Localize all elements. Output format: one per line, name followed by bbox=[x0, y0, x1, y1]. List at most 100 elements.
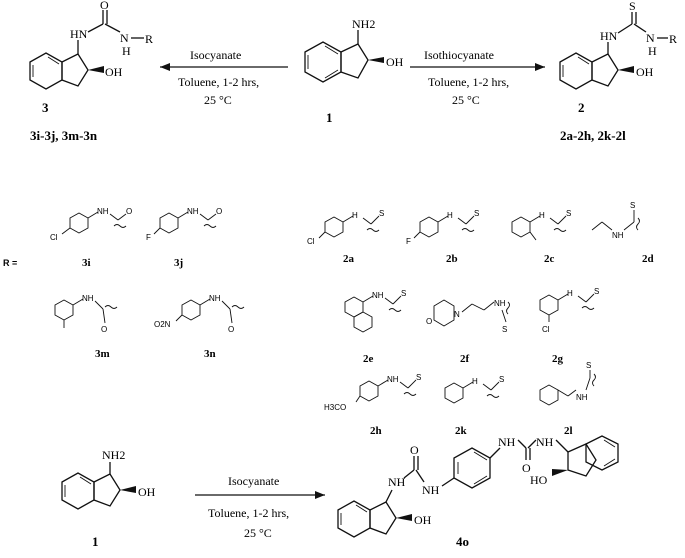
r-group-3i: NH O Cl 3i bbox=[50, 207, 132, 269]
label-2b: 2b bbox=[446, 253, 458, 265]
label-2e: 2e bbox=[363, 353, 374, 365]
4o-oh-left: OH bbox=[414, 513, 432, 527]
right-reagent: Isothiocyanate bbox=[424, 48, 494, 62]
4o-o-right: O bbox=[522, 461, 531, 475]
2k-nh: H bbox=[472, 377, 478, 386]
3n-sub: O2N bbox=[154, 320, 171, 329]
r-group-2a: H S Cl 2a bbox=[307, 209, 384, 265]
right-conditions-2: 25 °C bbox=[452, 93, 480, 107]
compound-1-bottom: NH2 OH 1 bbox=[61, 448, 156, 549]
3i-nh: NH bbox=[97, 207, 109, 216]
2c-nh: H bbox=[539, 211, 545, 220]
2d-n: NH bbox=[612, 231, 624, 240]
arrow-to-2: Isothiocyanate Toluene, 1-2 hrs, 25 °C bbox=[410, 48, 545, 107]
bottom-nh2: NH2 bbox=[102, 448, 125, 462]
2a-sub: Cl bbox=[307, 237, 315, 246]
compound-1-top: NH2 OH 1 bbox=[304, 17, 404, 125]
r-group-2b: H S F 2b bbox=[406, 209, 479, 265]
bottom-conditions-2: 25 °C bbox=[244, 526, 272, 540]
left-conditions-1: Toluene, 1-2 hrs, bbox=[178, 75, 259, 89]
compound-3-label: 3 bbox=[42, 100, 49, 115]
3-r: R bbox=[145, 32, 153, 46]
2h-sub: H3CO bbox=[324, 403, 346, 412]
2k-s: S bbox=[499, 375, 504, 384]
2g-s: S bbox=[594, 287, 599, 296]
label-2c: 2c bbox=[544, 253, 555, 265]
bottom-oh: OH bbox=[138, 485, 156, 499]
3-o: O bbox=[100, 0, 109, 12]
4o-ho-right: HO bbox=[530, 473, 548, 487]
4o-nh-1: NH bbox=[388, 475, 406, 489]
2-r: R bbox=[669, 32, 677, 46]
arrow-to-3: Isocyanate Toluene, 1-2 hrs, 25 °C bbox=[160, 48, 288, 107]
r-group-2e: NH S 2e bbox=[344, 289, 406, 365]
compound-2: OH HN S N H R 2 2a-2h, 2k-2l bbox=[559, 0, 677, 143]
2-h: H bbox=[648, 44, 657, 58]
2h-nh: NH bbox=[387, 375, 399, 384]
label-2f: 2f bbox=[460, 353, 470, 365]
4o-nh-4: NH bbox=[536, 435, 554, 449]
2g-sub: Cl bbox=[542, 325, 550, 334]
label-2g: 2g bbox=[552, 353, 564, 365]
2c-s: S bbox=[566, 209, 571, 218]
label-2a: 2a bbox=[343, 253, 355, 265]
label-3m: 3m bbox=[95, 348, 110, 360]
right-conditions-1: Toluene, 1-2 hrs, bbox=[428, 75, 509, 89]
3m-nh: NH bbox=[82, 294, 94, 303]
label-3j: 3j bbox=[174, 257, 183, 269]
compound-3: OH HN O N H R 3 3i-3j, 3m-3n bbox=[29, 0, 153, 143]
2e-s: S bbox=[401, 289, 406, 298]
3j-o: O bbox=[216, 207, 222, 216]
label-3n: 3n bbox=[204, 348, 216, 360]
3i-o: O bbox=[126, 207, 132, 216]
left-conditions-2: 25 °C bbox=[204, 93, 232, 107]
label-3i: 3i bbox=[82, 257, 91, 269]
r-group-2g: H S Cl 2g bbox=[539, 287, 599, 365]
oh-label: OH bbox=[386, 55, 404, 69]
compound-4o: OH NH O NH NH O NH HO 4o bbox=[337, 435, 619, 549]
4o-o-left: O bbox=[410, 443, 419, 457]
2b-s: S bbox=[474, 209, 479, 218]
compound-2-range: 2a-2h, 2k-2l bbox=[560, 128, 626, 143]
bottom-label-1: 1 bbox=[92, 534, 99, 549]
3-hn: HN bbox=[70, 27, 88, 41]
3j-nh: NH bbox=[187, 207, 199, 216]
2-s: S bbox=[629, 0, 636, 13]
r-group-3n: NH O O2N 3n bbox=[154, 294, 245, 360]
bottom-reagent: Isocyanate bbox=[228, 474, 279, 488]
r-group-2d: NH S 2d bbox=[591, 201, 654, 265]
r-group-2h: NH S H3CO 2h bbox=[324, 373, 421, 437]
compound-2-label: 2 bbox=[578, 100, 585, 115]
2f-n: N bbox=[454, 310, 460, 319]
3n-nh: NH bbox=[209, 294, 221, 303]
3-n: N bbox=[120, 31, 129, 45]
r-group-2c: H S 2c bbox=[511, 209, 571, 265]
3m-o: O bbox=[101, 325, 107, 334]
2-n: N bbox=[646, 31, 655, 45]
2e-nh: NH bbox=[372, 291, 384, 300]
label-2d: 2d bbox=[642, 253, 654, 265]
3i-sub: Cl bbox=[50, 233, 58, 242]
compound-3-range: 3i-3j, 3m-3n bbox=[30, 128, 98, 143]
label-2l: 2l bbox=[564, 425, 573, 437]
bottom-conditions-1: Toluene, 1-2 hrs, bbox=[208, 506, 289, 520]
left-reagent: Isocyanate bbox=[190, 48, 241, 62]
3n-o: O bbox=[228, 325, 234, 334]
r-equals-label: R = bbox=[3, 258, 17, 268]
2b-nh: H bbox=[447, 211, 453, 220]
r-group-2k: H S 2k bbox=[444, 375, 504, 437]
r-group-2l: NH S 2l bbox=[539, 361, 596, 437]
2l-s: S bbox=[586, 361, 591, 370]
2g-nh: H bbox=[567, 289, 573, 298]
2f-s: S bbox=[502, 325, 507, 334]
r-group-3j: NH O F 3j bbox=[146, 207, 222, 269]
label-2k: 2k bbox=[455, 425, 468, 437]
r-group-3m: NH O 3m bbox=[54, 294, 118, 360]
2a-nh: H bbox=[352, 211, 358, 220]
r-group-2f: O N NH S 2f bbox=[426, 299, 510, 365]
2b-sub: F bbox=[406, 237, 411, 246]
2a-s: S bbox=[379, 209, 384, 218]
2-hn: HN bbox=[600, 29, 618, 43]
2f-nh: NH bbox=[494, 299, 506, 308]
label-2h: 2h bbox=[370, 425, 382, 437]
